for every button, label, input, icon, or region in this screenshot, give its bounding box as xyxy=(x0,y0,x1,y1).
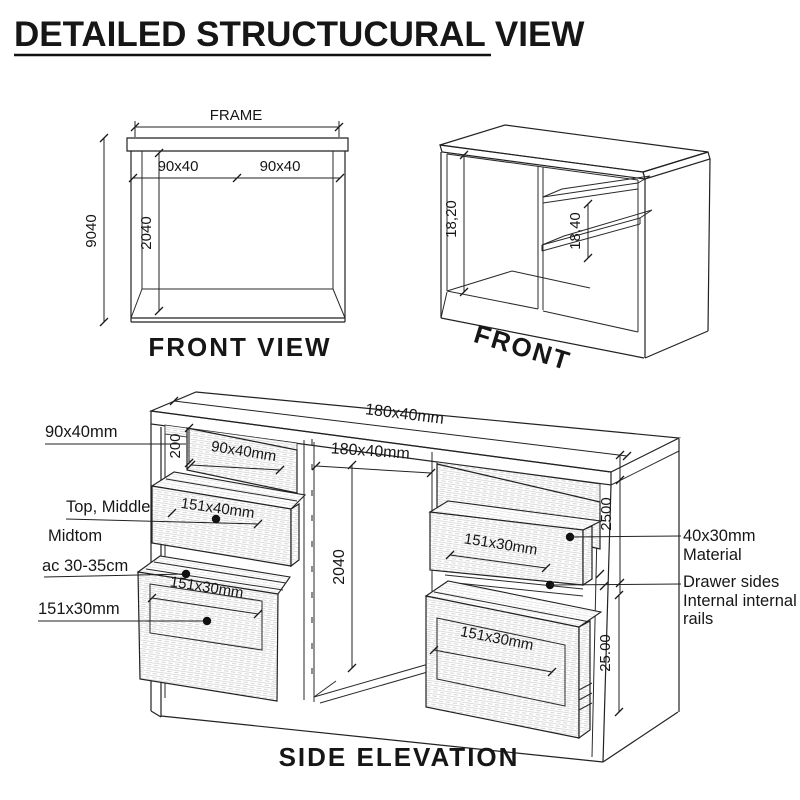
label-drawer-sides: Drawer sides xyxy=(683,573,779,591)
label-internal-rails-2: rails xyxy=(683,610,713,628)
side-elevation-caption: SIDE ELEVATION xyxy=(279,742,520,772)
frame-dim-label: FRAME xyxy=(210,107,263,124)
page-title-text: DETAILED STRUCTUCURAL VIEW xyxy=(14,15,584,54)
se-dim-right-upper: 2500 xyxy=(598,497,615,530)
label-midtom: Midtom xyxy=(48,527,102,545)
drawer-bottom-left xyxy=(137,571,279,702)
label-top-middle: Top, Middle xyxy=(66,498,150,516)
drawer-top-left xyxy=(186,427,298,494)
label-material: Material xyxy=(683,546,742,564)
front-view-caption: FRONT VIEW xyxy=(148,332,331,362)
label-151x30mm: 151x30mm xyxy=(38,600,120,618)
label-internal-rails-1: Internal internal xyxy=(683,592,797,610)
side-elevation-drawing: 180x40mm 180x40mm 2040 200 90x40mm 151x4… xyxy=(38,391,797,772)
fv-dim-90x40-right: 90x40 xyxy=(260,158,301,175)
front-iso-drawing: 18,20 18,40 FRONT xyxy=(439,124,711,376)
label-90x40mm: 90x40mm xyxy=(45,423,117,441)
fv-dim-9040: 9040 xyxy=(83,214,100,247)
front-view-drawing: FRAME 90x40 90x40 9040 2040 FRONT VIEW xyxy=(83,107,349,362)
label-40x30mm: 40x30mm xyxy=(683,527,755,545)
se-dim-l1-height: 200 xyxy=(167,433,184,458)
fv-dim-90x40-left: 90x40 xyxy=(158,158,199,175)
se-dim-mid: 180x40mm xyxy=(330,440,410,462)
se-dim-top: 180x40mm xyxy=(364,401,445,428)
fv-dim-2040: 2040 xyxy=(138,216,155,249)
iso-dim-height: 18,20 xyxy=(443,200,460,238)
label-ac-30-35cm: ac 30-35cm xyxy=(42,557,128,575)
se-dim-mid-height: 2040 xyxy=(331,549,348,585)
iso-dim-shelf: 18,40 xyxy=(567,212,584,250)
leader-dot-ac xyxy=(181,569,191,579)
page-title: DETAILED STRUCTUCURAL VIEW xyxy=(14,15,584,57)
leader-dot-l2 xyxy=(211,514,221,524)
leader-dot-151x30 xyxy=(202,616,212,626)
front-iso-caption: FRONT xyxy=(471,318,575,376)
se-dim-right-lower: 25.00 xyxy=(597,634,614,672)
